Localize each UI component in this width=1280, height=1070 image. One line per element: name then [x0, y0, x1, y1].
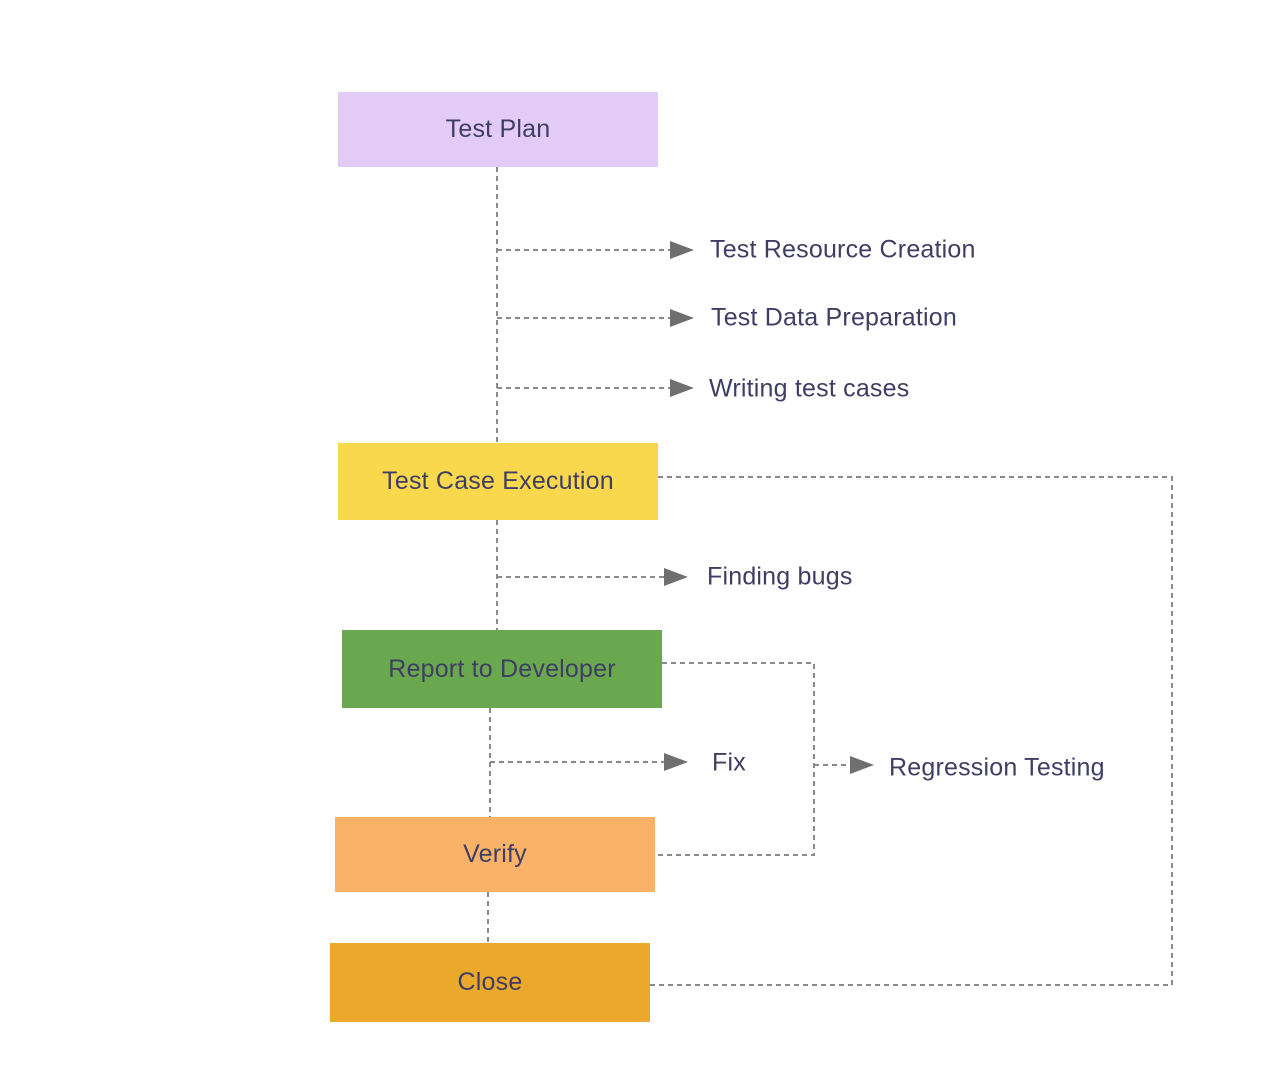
arrowhead-icon — [670, 379, 694, 397]
branch-label-writing-test-cases: Writing test cases — [709, 374, 910, 403]
node-close-label: Close — [457, 968, 523, 996]
arrowhead-icon — [664, 568, 688, 586]
arrowhead-icon — [664, 753, 688, 771]
branch-label-test-resource-creation: Test Resource Creation — [710, 235, 976, 264]
node-report-to-developer-label: Report to Developer — [388, 654, 616, 683]
branch-label-test-data-preparation: Test Data Preparation — [711, 303, 957, 332]
node-close: Close — [330, 943, 650, 1022]
arrowhead-icon — [670, 241, 694, 259]
node-test-plan: Test Plan — [338, 92, 658, 167]
arrowhead-icon — [670, 309, 694, 327]
node-test-plan-label: Test Plan — [445, 115, 551, 143]
connector-report-loop-to-verify — [655, 662, 815, 856]
branch-label-fix: Fix — [712, 748, 746, 777]
arrowhead-icon — [850, 756, 874, 774]
node-test-case-execution: Test Case Execution — [338, 443, 658, 520]
connector-execution-loop-to-close — [650, 476, 1173, 986]
node-report-to-developer: Report to Developer — [342, 630, 662, 708]
node-test-case-execution-label: Test Case Execution — [382, 467, 614, 495]
branch-label-regression-testing: Regression Testing — [889, 753, 1105, 782]
branch-label-finding-bugs: Finding bugs — [707, 562, 853, 591]
node-verify-label: Verify — [463, 840, 527, 868]
node-verify: Verify — [335, 817, 655, 892]
